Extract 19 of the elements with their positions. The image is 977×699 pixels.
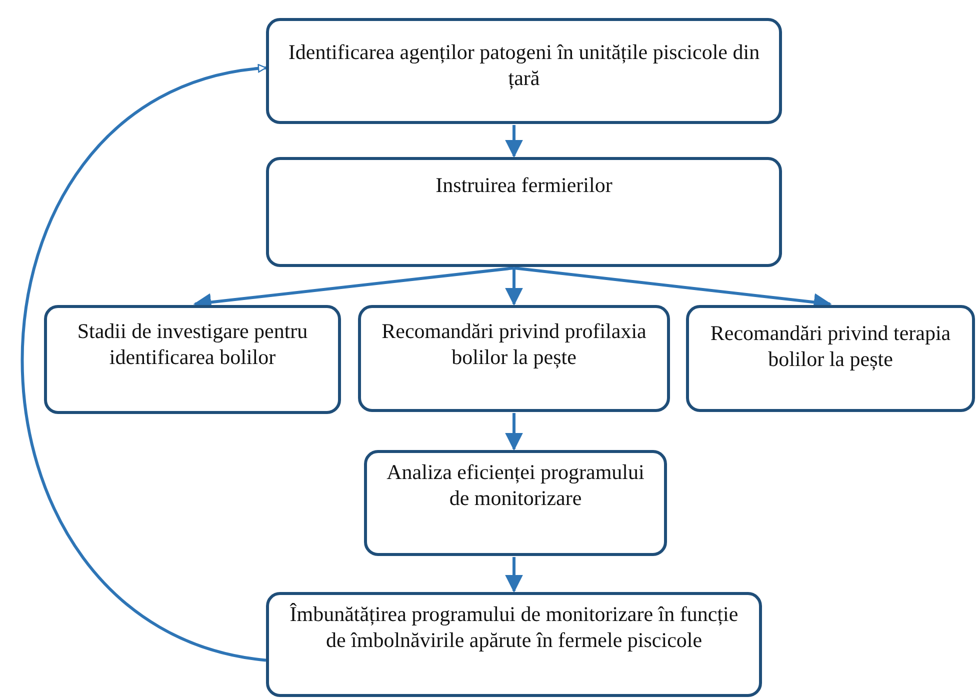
arrow (505, 268, 523, 306)
process-box (266, 18, 782, 124)
process-box (358, 305, 670, 412)
box-text: Îmbunătățirea programului de monitorizare în funcție de îmbolnăvirile apărute în fermele piscicole (288, 601, 740, 653)
box-text: Identificarea agenților patogeni în unitățile piscicole din țară (287, 39, 761, 91)
box-text: Stadii de investigare pentru identificarea bolilor (76, 318, 309, 370)
process-box (266, 157, 782, 267)
arrow (505, 413, 523, 451)
process-box (686, 305, 975, 412)
box-text: Recomandări privind profilaxia bolilor la pește (380, 318, 648, 370)
box-text: Instruirea fermierilor (434, 172, 614, 198)
box-text: Recomandări privind terapia bolilor la pește (709, 320, 952, 372)
box-text: Analiza eficienței programului de monitorizare (386, 459, 646, 511)
process-box (44, 305, 341, 414)
arrow (20, 65, 267, 662)
process-box (364, 450, 667, 556)
process-box (266, 592, 762, 697)
arrow (505, 557, 523, 593)
arrow (505, 125, 523, 158)
